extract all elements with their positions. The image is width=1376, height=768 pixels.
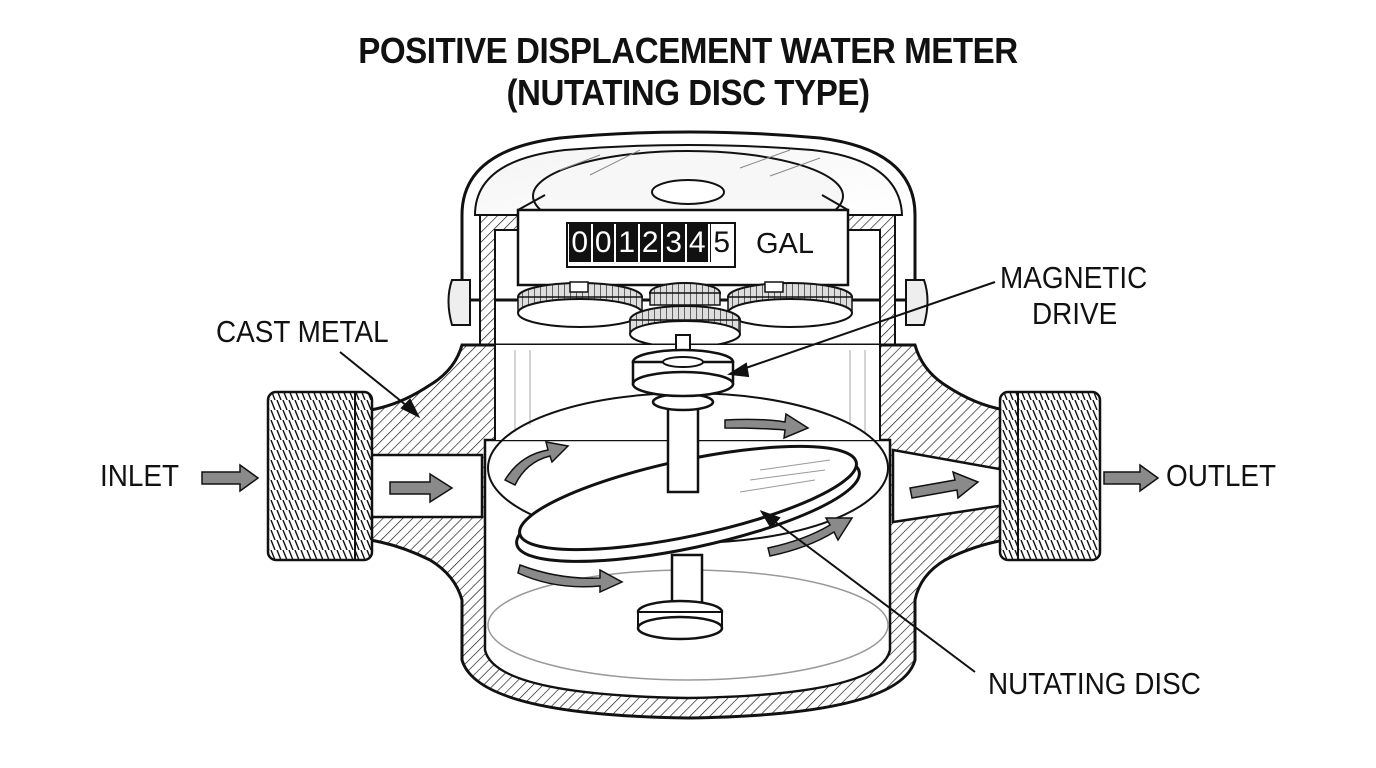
leader-lines [339,281,996,673]
label-inlet: INLET [100,458,180,493]
flow-arrows [201,412,1160,594]
label-magnetic-drive-line1: MAGNETIC [1000,260,1148,295]
outlet-connector [998,390,1102,562]
register-digit: 2 [639,224,661,262]
register-unit: GAL [756,228,815,260]
label-cast-metal: CAST METAL [216,314,389,349]
register-counter: 0 0 1 2 3 4 5 [566,222,736,268]
register-digit: 0 [569,224,591,262]
magnetic-drive [631,348,735,398]
inlet-connector [266,390,374,562]
label-outlet: OUTLET [1166,458,1277,493]
label-magnetic-drive-line2: DRIVE [1032,296,1118,331]
register-digit: 4 [686,224,708,262]
label-nutating-disc: NUTATING DISC [988,666,1201,701]
register-digit: 3 [663,224,685,262]
register-digit: 0 [592,224,614,262]
diagram-subtitle: (NUTATING DISC TYPE) [506,72,870,113]
spindle-lower [636,553,724,641]
register-fraction-digit: 5 [710,224,733,262]
diagram-title: POSITIVE DISPLACEMENT WATER METER [358,30,1018,71]
spindle-upper [651,334,715,494]
register-digit: 1 [616,224,638,262]
